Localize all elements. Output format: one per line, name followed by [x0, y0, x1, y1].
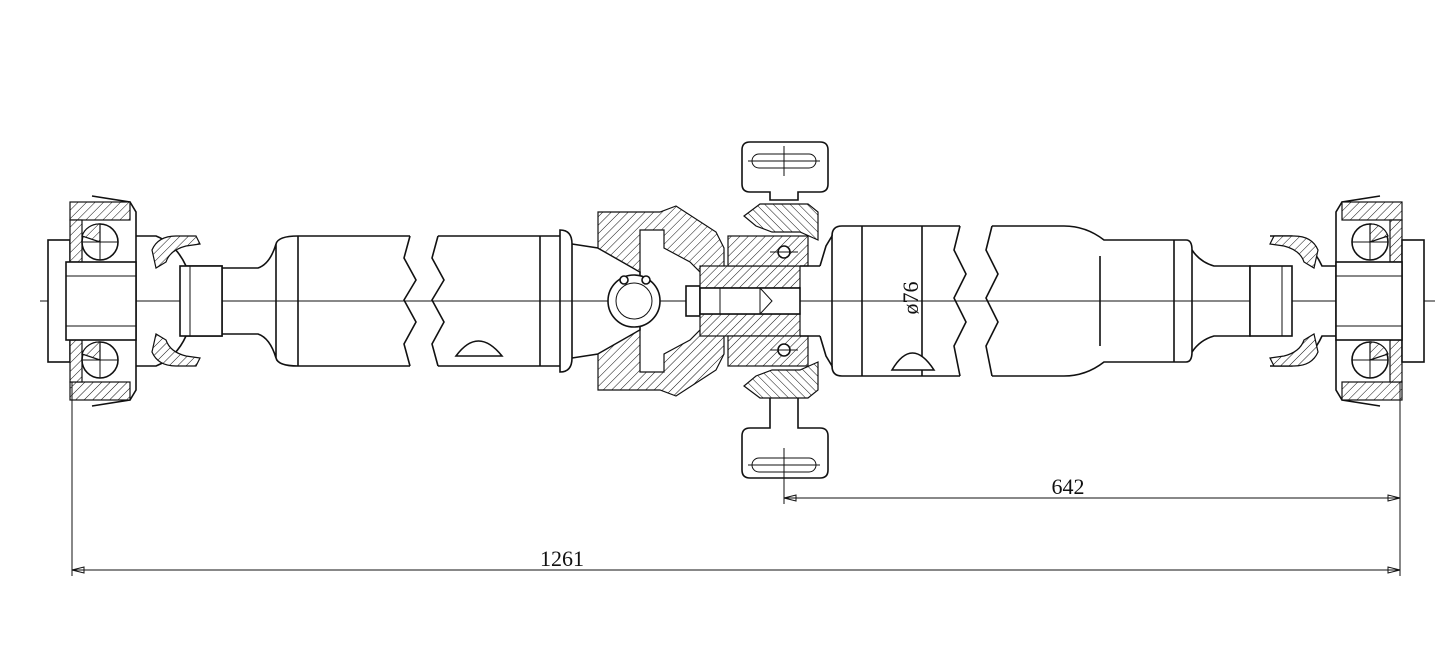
tube-diameter-label: ø76 — [898, 282, 923, 315]
right-tube — [831, 225, 1193, 377]
center-universal-joint — [571, 205, 801, 397]
overall-length-label: 1261 — [540, 546, 584, 571]
left-flexible-joint — [47, 195, 277, 407]
dimension-lines — [71, 382, 1401, 576]
right-flexible-joint — [1191, 195, 1425, 407]
center-bearing-bracket — [727, 141, 833, 479]
partial-length-label: 642 — [1052, 474, 1085, 499]
